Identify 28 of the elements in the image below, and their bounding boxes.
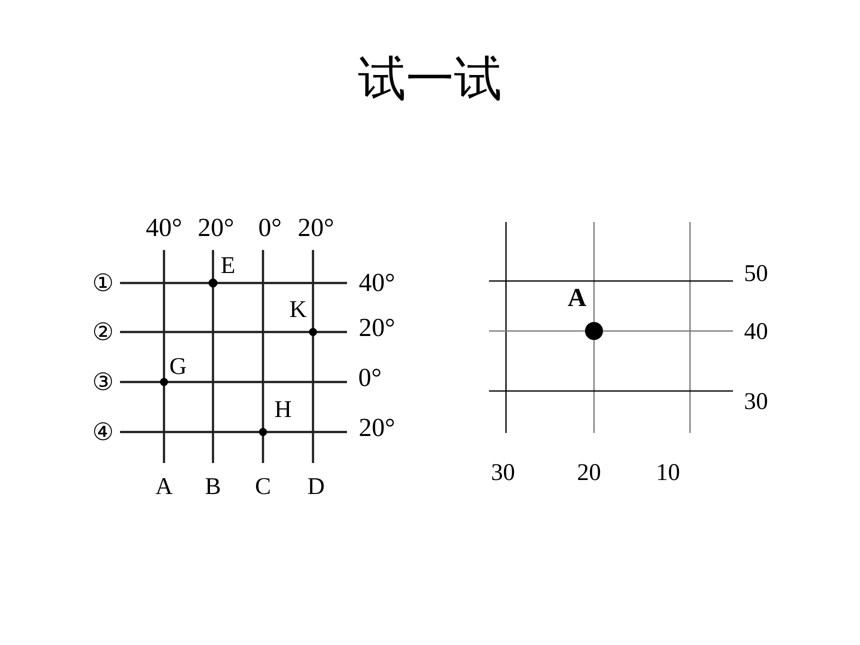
axis-label: 30 — [744, 390, 768, 414]
axis-label: 40 — [744, 320, 768, 344]
row-number: ③ — [92, 370, 114, 394]
axis-label: 20 — [577, 461, 601, 485]
axis-label: 20° — [298, 215, 334, 241]
point-label: K — [289, 298, 307, 322]
axis-label: 20° — [198, 215, 234, 241]
axis-label: 40° — [358, 270, 396, 296]
row-number: ④ — [92, 420, 114, 444]
axis-label: 40° — [146, 215, 182, 241]
axis-label: 0° — [258, 215, 282, 241]
axis-label: 10 — [656, 461, 680, 485]
axis-label: 30 — [491, 461, 515, 485]
column-label: B — [205, 475, 221, 499]
axis-label: 20° — [358, 415, 396, 441]
axis-label: 20° — [358, 315, 396, 341]
point-label: G — [169, 355, 187, 379]
row-number: ② — [92, 320, 114, 344]
column-label: D — [307, 475, 325, 499]
point-label: H — [274, 398, 292, 422]
title: 试一试 — [358, 56, 502, 104]
column-label: A — [155, 475, 173, 499]
column-label: C — [255, 475, 271, 499]
axis-label: 50 — [744, 262, 768, 286]
row-number: ① — [92, 271, 114, 295]
point-label: E — [220, 254, 236, 278]
point-label: A — [568, 285, 586, 311]
axis-label: 0° — [358, 365, 382, 391]
